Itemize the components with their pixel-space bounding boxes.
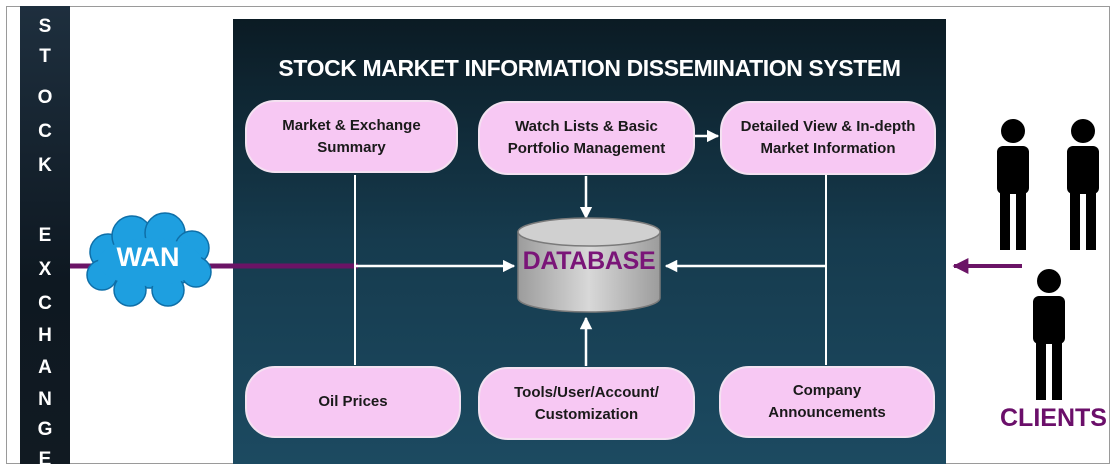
company-announcements-box: Company Announcements (719, 366, 935, 438)
database-label: DATABASE (522, 247, 656, 275)
exchange-letter: S (38, 16, 52, 37)
exchange-letter: E (38, 225, 52, 246)
wan-label: WAN (116, 242, 180, 272)
exchange-letter: H (38, 325, 52, 346)
box-label: Tools/User/Account/ Customization (514, 383, 659, 423)
person-icon (997, 119, 1029, 250)
box-label: Market & Exchange Summary (282, 116, 421, 156)
cloud-icon (86, 212, 212, 307)
detailed-view-box: Detailed View & In-depth Market Informat… (720, 101, 936, 175)
box-label: Detailed View & In-depth Market Informat… (740, 118, 916, 157)
clients-label: CLIENTS (1000, 404, 1107, 432)
box-label: Company Announcements (768, 382, 886, 421)
exchange-letter: O (37, 87, 53, 108)
panel-title: STOCK MARKET INFORMATION DISSEMINATION S… (278, 55, 901, 81)
watch-lists-box: Watch Lists & Basic Portfolio Management (478, 101, 695, 175)
exchange-letter: X (38, 259, 52, 280)
box-label: Oil Prices (318, 393, 388, 410)
person-icon (1033, 269, 1065, 400)
exchange-letter: K (38, 155, 52, 176)
exchange-letter: A (38, 357, 52, 378)
box-label: Watch Lists & Basic Portfolio Management (507, 118, 666, 157)
exchange-letter: G (37, 419, 53, 440)
exchange-letter: C (38, 293, 52, 314)
stock-exchange-bar: S T O C K E X C H A N G E (20, 6, 70, 470)
market-exchange-summary-box: Market & Exchange Summary (245, 100, 458, 173)
tools-customization-box: Tools/User/Account/ Customization (478, 367, 695, 440)
exchange-letter: T (39, 46, 51, 67)
exchange-letter: C (38, 121, 52, 142)
oil-prices-box: Oil Prices (245, 366, 461, 438)
database-icon (517, 217, 661, 313)
person-icon (1067, 119, 1099, 250)
exchange-letter: E (38, 449, 52, 470)
exchange-letter: N (38, 389, 52, 410)
